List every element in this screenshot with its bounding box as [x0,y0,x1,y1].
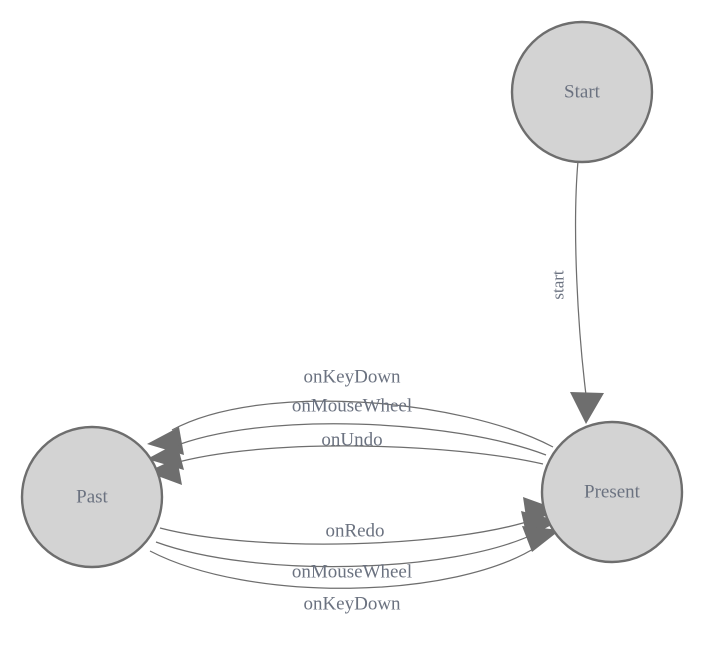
edge-past-to-present-onkeydown[interactable]: onKeyDown [149,526,560,615]
node-start-circle [510,20,654,164]
edge-past-to-present-onredo[interactable]: onRedo [159,497,559,545]
edge-label-past-present-redo: onRedo [325,521,384,542]
edge-start-to-present[interactable]: start [549,160,605,424]
edge-path-present-past-wheel [169,423,547,456]
node-present[interactable]: Present [540,420,684,564]
edge-label-past-present-wheel: onMouseWheel [292,562,412,583]
node-past-label: Past [76,487,108,508]
node-past-circle [20,425,164,569]
edge-path-start-present [574,160,587,396]
node-start-label: Start [564,82,601,103]
node-start[interactable]: Start [510,20,654,164]
edge-path-past-present-redo [159,518,537,545]
edge-label-start: start [549,270,568,300]
edge-path-past-present-wheel [155,532,537,568]
arrowhead-past-present-keydown [522,526,560,552]
node-present-circle [540,420,684,564]
edge-path-past-present-keydown [149,545,539,589]
edge-label-present-past-keydown: onKeyDown [303,367,401,388]
arrowhead-present-past-undo [147,458,182,485]
edge-label-present-past-undo: onUndo [321,430,382,451]
node-past[interactable]: Past [20,425,164,569]
edge-present-to-past-onundo[interactable]: onUndo [147,430,544,486]
arrowhead-start-present [570,392,604,424]
node-present-label: Present [584,482,641,503]
edge-label-past-present-keydown: onKeyDown [303,594,401,615]
edge-path-present-past-keydown [171,400,554,448]
edge-path-present-past-undo [170,445,544,465]
edge-label-present-past-wheel: onMouseWheel [292,396,412,417]
